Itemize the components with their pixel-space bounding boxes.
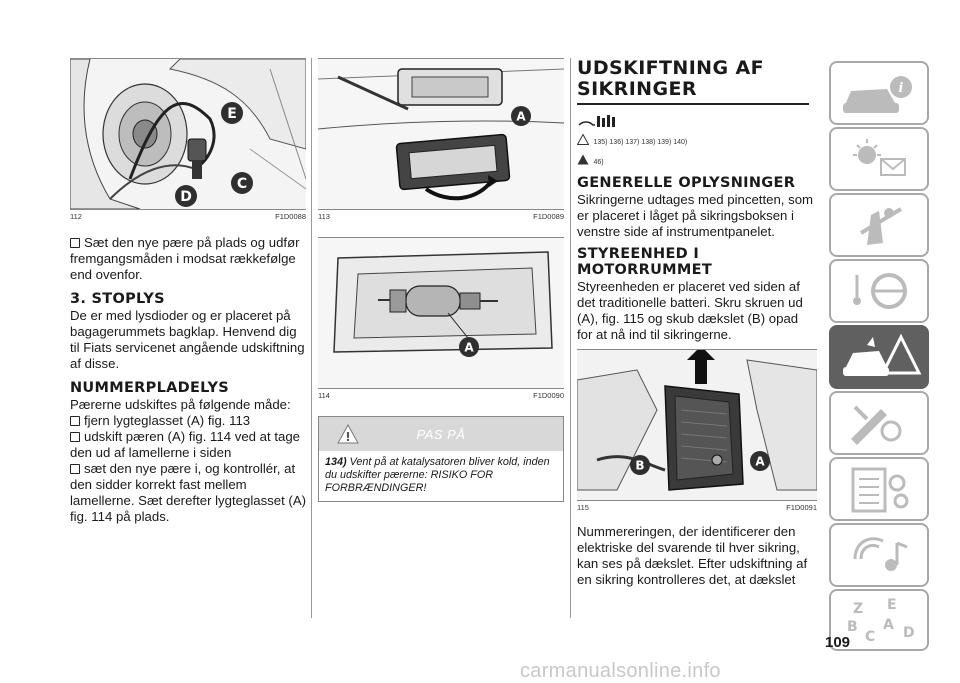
figure-code: F1D0088 bbox=[275, 212, 306, 221]
headlamp-illustration bbox=[70, 59, 306, 209]
warning-lights-icon bbox=[853, 139, 906, 176]
list-item: fjern lygteglasset (A) fig. 113 bbox=[70, 413, 306, 429]
reference-line bbox=[577, 113, 817, 129]
column-3: UDSKIFTNING AF SIKRINGER 135) 136) 137) … bbox=[576, 58, 817, 588]
tab-index[interactable]: Z E B A C D bbox=[829, 589, 929, 651]
label-d: D bbox=[180, 189, 192, 205]
reference-line: 46) bbox=[577, 151, 817, 169]
fuse-box-illustration bbox=[577, 350, 817, 500]
maintenance-icon bbox=[851, 405, 902, 445]
figure-number: 113 bbox=[318, 212, 330, 221]
multimedia-icon bbox=[853, 537, 908, 571]
heading-generelle-oplysninger: GENERELLE OPLYSNINGER bbox=[577, 175, 796, 191]
figure-code: F1D0090 bbox=[533, 391, 564, 400]
checkbox-bullet-icon bbox=[70, 432, 80, 442]
label-c-icon: C bbox=[231, 172, 253, 194]
figure-code: F1D0091 bbox=[786, 503, 817, 512]
column-2: A 113 F1D0089 A 114 F1D0090 bbox=[318, 58, 564, 502]
tab-dashboard[interactable]: i bbox=[829, 61, 929, 125]
checkbox-bullet-icon bbox=[70, 464, 80, 474]
svg-text:E: E bbox=[887, 597, 897, 613]
label-a-icon: A bbox=[750, 451, 770, 471]
figure-112: E C D bbox=[70, 58, 306, 210]
paragraph: Styreenheden er placeret ved siden af de… bbox=[577, 279, 803, 342]
figure-caption: 113 F1D0089 bbox=[318, 212, 564, 221]
label-a-icon: A bbox=[459, 337, 479, 357]
checkbox-bullet-icon bbox=[70, 416, 80, 426]
license-lamp-lens-illustration bbox=[318, 59, 564, 209]
figure-caption: 115 F1D0091 bbox=[577, 503, 817, 512]
warning-title: PAS PÅ bbox=[416, 427, 466, 442]
dashboard-warning-icon: i bbox=[843, 76, 912, 113]
paragraph: Nummereringen, der identificerer den ele… bbox=[577, 524, 808, 587]
checkbox-bullet-icon bbox=[70, 238, 80, 248]
svg-text:B: B bbox=[847, 619, 858, 635]
environment-warning-icon bbox=[577, 154, 589, 165]
label-b-icon: B bbox=[630, 455, 650, 475]
list-item: sæt den nye pære i, og kontrollér, at de… bbox=[70, 461, 307, 524]
section-title: UDSKIFTNING AF SIKRINGER bbox=[577, 58, 809, 105]
warning-header: ! PAS PÅ bbox=[319, 417, 563, 451]
steering-wheel-icon bbox=[853, 273, 907, 309]
svg-text:Z: Z bbox=[853, 601, 863, 617]
hand-warning-icon bbox=[578, 115, 615, 127]
tab-warning-lights[interactable] bbox=[829, 127, 929, 191]
svg-text:!: ! bbox=[345, 430, 350, 444]
label-d-icon: D bbox=[175, 185, 197, 207]
index-letters-icon: Z E B A C D bbox=[847, 597, 915, 645]
paragraph: Sæt den nye pære på plads og udfør fremg… bbox=[70, 235, 300, 282]
column-divider bbox=[570, 58, 571, 618]
license-lamp-bulb-illustration bbox=[318, 238, 564, 388]
svg-text:D: D bbox=[903, 625, 915, 641]
heading-stoplys: 3. STOPLYS bbox=[70, 291, 165, 307]
label-a: A bbox=[464, 341, 474, 355]
airbag-seat-icon bbox=[859, 207, 903, 245]
figure-code: F1D0089 bbox=[533, 212, 564, 221]
list-item: udskift pæren (A) fig. 114 ved at tage d… bbox=[70, 429, 301, 460]
warning-triangle-icon: ! bbox=[337, 424, 359, 444]
svg-text:i: i bbox=[899, 81, 904, 96]
figure-caption: 112 F1D0088 bbox=[70, 212, 306, 221]
column-1: E C D 112 F1D0088 Sæt den nye pære på pl… bbox=[70, 58, 306, 525]
column-divider bbox=[311, 58, 312, 618]
paragraph: Pærerne udskiftes på følgende måde: bbox=[70, 397, 291, 412]
figure-number: 112 bbox=[70, 212, 82, 221]
heading-styreenhed: STYREENHED I MOTORRUMMET bbox=[577, 246, 713, 278]
label-a: A bbox=[516, 110, 526, 124]
environment-references: 46) bbox=[593, 159, 604, 166]
paragraph: De er med lysdioder og er placeret på ba… bbox=[70, 308, 305, 371]
label-b: B bbox=[635, 459, 644, 473]
tab-multimedia[interactable] bbox=[829, 523, 929, 587]
breakdown-icon bbox=[843, 333, 922, 376]
tab-driving[interactable] bbox=[829, 259, 929, 323]
paragraph: Sikringerne udtages med pincetten, som e… bbox=[577, 192, 814, 239]
svg-text:A: A bbox=[883, 617, 894, 633]
label-a-icon: A bbox=[511, 106, 531, 126]
tab-technical[interactable] bbox=[829, 457, 929, 521]
warning-references: 135) 136) 137) 138) 139) 140) bbox=[593, 139, 688, 146]
reference-line: 135) 136) 137) 138) 139) 140) bbox=[576, 131, 817, 149]
page-number: 109 bbox=[825, 634, 851, 651]
figure-caption: 114 F1D0090 bbox=[318, 391, 564, 400]
warning-triangle-icon bbox=[576, 133, 590, 145]
figure-115: B A bbox=[577, 349, 817, 501]
technical-data-icon bbox=[851, 467, 909, 513]
figure-113: A bbox=[318, 58, 564, 210]
tab-emergency[interactable] bbox=[829, 325, 929, 389]
tab-maintenance[interactable] bbox=[829, 391, 929, 455]
figure-114: A bbox=[318, 237, 564, 389]
watermark: carmanualsonline.info bbox=[520, 660, 721, 682]
label-e-icon: E bbox=[221, 102, 243, 124]
warning-text: 134) Vent på at katalysatoren bliver kol… bbox=[325, 456, 550, 494]
figure-number: 114 bbox=[318, 391, 330, 400]
warning-box: ! PAS PÅ 134) Vent på at katalysatoren b… bbox=[318, 416, 564, 502]
tab-safety[interactable] bbox=[829, 193, 929, 257]
label-e: E bbox=[227, 106, 237, 122]
label-a: A bbox=[755, 455, 765, 469]
label-c: C bbox=[237, 176, 247, 192]
heading-nummerpladelys: NUMMERPLADELYS bbox=[70, 380, 229, 396]
svg-text:C: C bbox=[865, 629, 875, 645]
figure-number: 115 bbox=[577, 503, 589, 512]
